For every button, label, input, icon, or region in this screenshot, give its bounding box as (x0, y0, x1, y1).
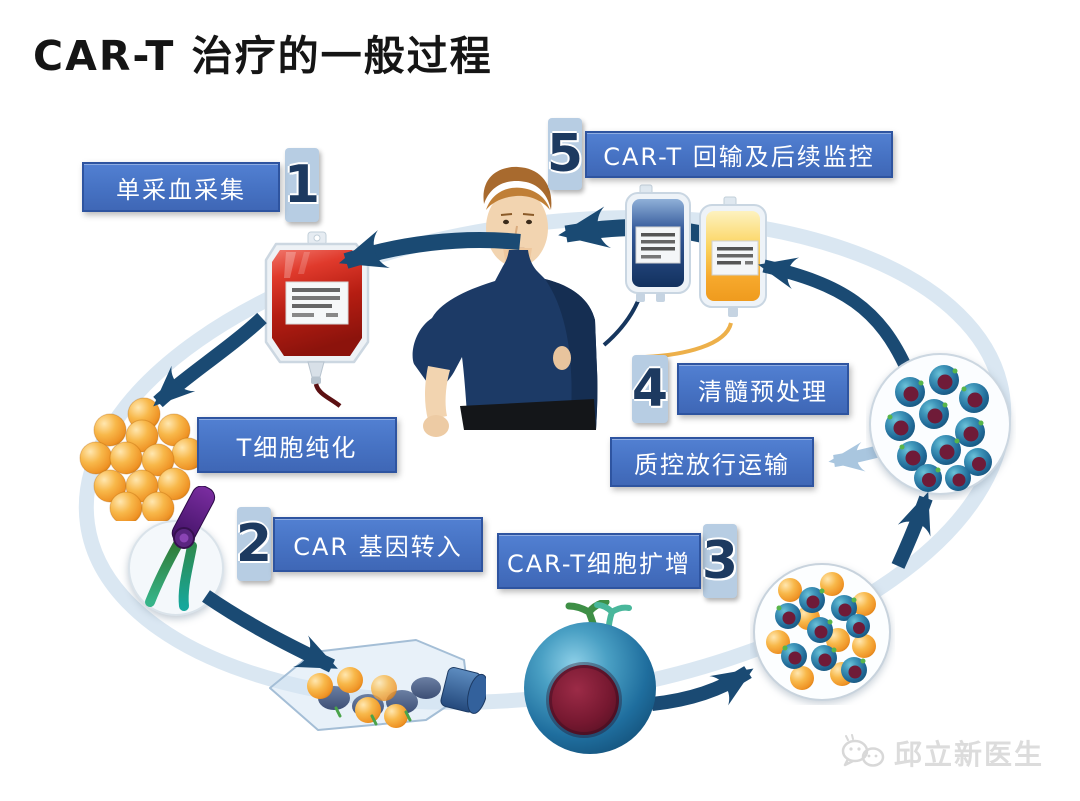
step3-number: 3 (701, 531, 739, 591)
car-t-cell (524, 600, 656, 754)
step4-label: 清髓预处理 (698, 377, 828, 406)
reinfusion-bags (602, 184, 767, 359)
wechat-chat-bubbles-icon (841, 734, 885, 767)
step3-label: CAR-T细胞扩增 (507, 549, 691, 578)
watermark-text: 邱立新医生 (894, 738, 1045, 771)
car-gene-construct (128, 486, 224, 616)
step2-label-box: CAR 基因转入 (273, 517, 483, 572)
step2-label: CAR 基因转入 (293, 533, 463, 561)
step4-number: 4 (631, 359, 669, 419)
step1-label: 单采血采集 (116, 175, 246, 204)
step5-label-box: CAR-T 回输及后续监控 (585, 131, 893, 178)
cell-culture-flask (269, 639, 486, 731)
purification-label: T细胞纯化 (236, 433, 358, 462)
step1-label-box: 单采血采集 (82, 162, 280, 212)
car-t-cell-batch (869, 353, 1011, 495)
step2-number: 2 (235, 514, 273, 574)
step3-label-box: CAR-T细胞扩增 (497, 533, 701, 589)
yellow-iv-bag (699, 196, 767, 317)
step5-label: CAR-T 回输及后续监控 (603, 143, 875, 171)
step4-label-box: 清髓预处理 (677, 363, 849, 415)
qc-label-box: 质控放行运输 (610, 437, 814, 487)
step1-number: 1 (283, 155, 321, 215)
purification-label-box: T细胞纯化 (197, 417, 397, 473)
arrow-bloodbag-to-cells (153, 312, 267, 408)
step5-number: 5 (546, 124, 584, 184)
qc-label: 质控放行运输 (634, 450, 790, 479)
red-blood-bag (264, 231, 370, 408)
watermark: 邱立新医生 (840, 733, 1044, 773)
expanding-cell-mix (753, 563, 891, 701)
patient-figure (412, 166, 598, 437)
blue-iv-bag (625, 184, 691, 302)
step1-number-tab (285, 148, 319, 222)
page-title: CAR-T 治疗的一般过程 (33, 32, 493, 80)
step5-number-tab (548, 118, 582, 190)
